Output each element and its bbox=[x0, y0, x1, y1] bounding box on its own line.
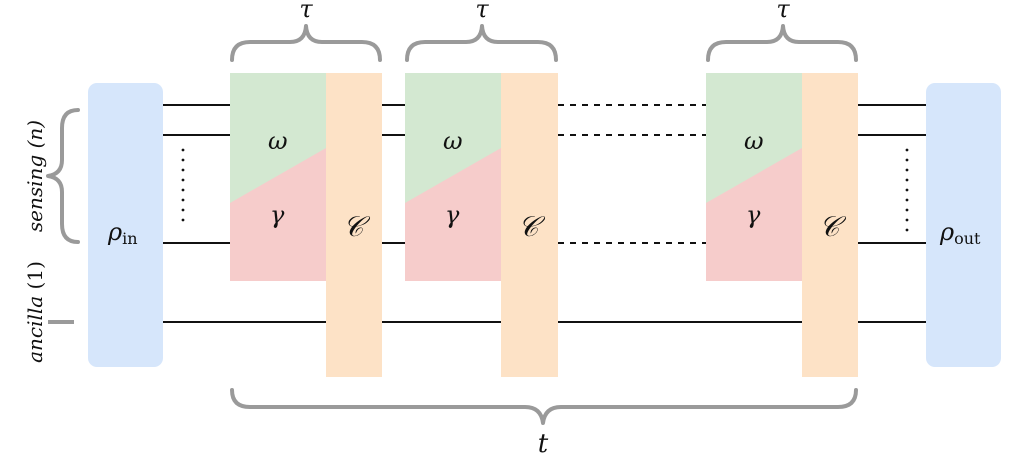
gamma-label: γ bbox=[445, 201, 460, 229]
gamma-label: γ bbox=[270, 201, 285, 229]
tau-brace-3: τ bbox=[706, 0, 858, 62]
gamma-label: γ bbox=[746, 201, 761, 229]
vertical-ellipsis-right bbox=[905, 148, 909, 232]
omega-label: ω bbox=[744, 127, 764, 155]
channel-box bbox=[326, 73, 382, 377]
channel-box bbox=[802, 73, 858, 377]
t-label: t bbox=[538, 429, 549, 459]
ancilla-label: ancilla (1) bbox=[23, 261, 47, 363]
sensing-brace bbox=[46, 108, 80, 244]
tau-brace-2: τ bbox=[405, 0, 558, 62]
tau-label: τ bbox=[776, 0, 790, 23]
total-time-brace: t bbox=[230, 388, 858, 459]
omega-region bbox=[706, 73, 802, 203]
omega-label: ω bbox=[268, 127, 288, 155]
evolution-block-3: ω γ 𝒞 bbox=[706, 73, 858, 377]
vertical-ellipsis-left bbox=[181, 148, 185, 222]
sensing-label: sensing (n) bbox=[23, 120, 47, 232]
omega-label: ω bbox=[443, 127, 463, 155]
tau-label: τ bbox=[475, 0, 489, 23]
rho-in-box: ρin bbox=[88, 83, 163, 367]
evolution-block-1: ω γ 𝒞 bbox=[230, 73, 382, 377]
rho-out-box: ρout bbox=[926, 83, 1001, 367]
evolution-block-2: ω γ 𝒞 bbox=[405, 73, 558, 377]
tau-brace-1: τ bbox=[230, 0, 382, 62]
svg-text:ρout: ρout bbox=[939, 218, 981, 248]
omega-region bbox=[230, 73, 326, 203]
omega-region bbox=[405, 73, 501, 203]
tau-label: τ bbox=[299, 0, 313, 23]
channel-box bbox=[501, 73, 558, 377]
svg-text:ρin: ρin bbox=[107, 218, 138, 248]
